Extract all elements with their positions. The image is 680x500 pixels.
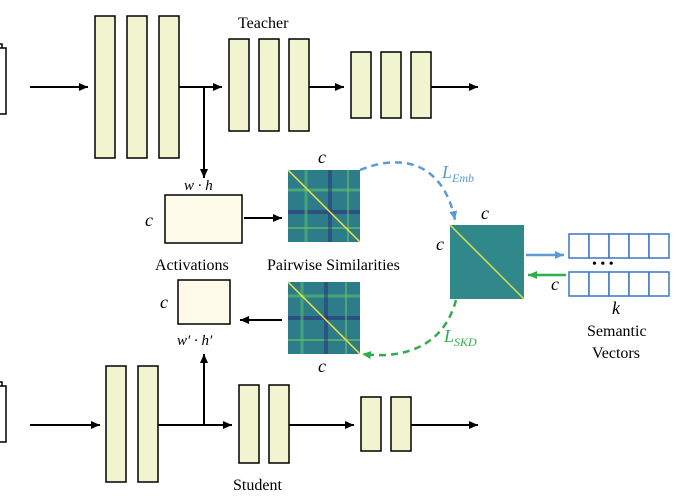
target-matrix-top-c-label: c: [481, 203, 489, 223]
teacher-block-group-3: [350, 51, 432, 119]
skd-loss-arrow: [361, 299, 458, 360]
teacher-input-stack-icon: [0, 43, 7, 115]
student-wh-prime-label: w′ · h′: [177, 333, 213, 349]
teacher-label: Teacher: [238, 15, 289, 32]
teacher-activation-map: [164, 194, 243, 244]
semantic-vector-bottom: [568, 271, 670, 297]
semantic-k-label: k: [612, 298, 621, 318]
student-matrix-c-label: c: [318, 356, 326, 376]
semantic-c-label: c: [551, 274, 559, 294]
l-emb-label: LEmb: [441, 162, 474, 185]
student-activation-c-label: c: [160, 292, 168, 312]
teacher-block-group-1: [94, 15, 180, 159]
teacher-wh-label: w · h: [184, 178, 213, 194]
semantic-vector-top: [568, 233, 670, 259]
student-similarity-matrix: [287, 281, 361, 355]
teacher-matrix-c-label: c: [318, 147, 326, 167]
teacher-block-group-2: [228, 38, 310, 132]
emb-loss-arrow: [359, 161, 458, 221]
teacher-activation-c-label: c: [145, 210, 153, 230]
target-similarity-matrix: [449, 224, 525, 300]
target-matrix-left-c-label: c: [436, 234, 444, 254]
l-skd-label: LSKD: [443, 326, 477, 349]
pairwise-similarities-label: Pairwise Similarities: [267, 257, 400, 274]
student-activation-map: [177, 279, 231, 325]
student-label: Student: [233, 477, 282, 494]
semantic-label-line1: Semantic: [587, 323, 647, 340]
semantic-label-line2: Vectors: [592, 345, 640, 362]
activations-label: Activations: [155, 257, 229, 274]
student-block-group-1: [105, 365, 159, 483]
student-input-stack-icon: [0, 381, 7, 443]
student-block-group-2: [238, 384, 290, 464]
semantic-dots: • • •: [592, 257, 614, 272]
student-block-group-3: [360, 396, 412, 452]
teacher-similarity-matrix: [287, 169, 361, 243]
